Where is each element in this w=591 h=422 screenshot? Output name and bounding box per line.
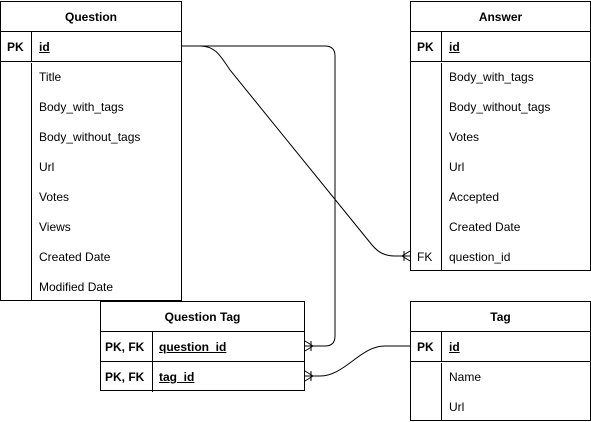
- tag-entity[interactable]: Tag PK id Name Url: [410, 301, 591, 421]
- primary-key-row: PK id: [411, 332, 590, 362]
- rel-tag-questiontag: [305, 345, 410, 377]
- field-name: Modified Date: [39, 280, 114, 294]
- entity-title: Question: [1, 2, 181, 32]
- foreign-key-row: FK question_id: [411, 242, 590, 272]
- field-row: Modified Date: [1, 272, 181, 302]
- field-row: Created Date: [411, 212, 590, 242]
- field-name: Title: [39, 70, 62, 84]
- field-name: Accepted: [449, 190, 500, 204]
- column-divider: [441, 363, 442, 420]
- entity-title: Answer: [411, 2, 590, 32]
- question-entity[interactable]: Question PK id Title Body_with_tags Body…: [0, 1, 182, 301]
- rel-question-questiontag: [181, 45, 336, 347]
- field-name: Created Date: [39, 250, 111, 264]
- field-row: Title: [1, 62, 181, 92]
- question-tag-entity[interactable]: Question Tag PK, FK question_id PK, FK t…: [100, 301, 305, 392]
- primary-key-row: PK id: [1, 32, 181, 62]
- field-name: Url: [39, 160, 55, 174]
- entity-title: Tag: [411, 302, 590, 332]
- answer-entity[interactable]: Answer PK id Body_with_tags Body_without…: [410, 1, 591, 271]
- field-name: Url: [449, 400, 465, 414]
- primary-key-row: PK id: [411, 32, 590, 62]
- key-label: PK, FK: [101, 332, 153, 362]
- field-name: Url: [449, 160, 465, 174]
- field-name: Votes: [449, 130, 480, 144]
- field-row: Url: [411, 152, 590, 182]
- field-name: Body_with_tags: [39, 100, 124, 114]
- field-row: Name: [411, 362, 590, 392]
- field-row: Url: [411, 392, 590, 422]
- column-divider: [441, 63, 442, 270]
- field-row: Accepted: [411, 182, 590, 212]
- field-row: Body_with_tags: [1, 92, 181, 122]
- key-label: PK: [411, 332, 442, 362]
- crowfoot-questiontag-tag: [304, 370, 314, 382]
- entity-title: Question Tag: [101, 302, 304, 332]
- fk-field: question_id: [449, 250, 511, 264]
- key-field: id: [449, 340, 460, 354]
- field-name: Views: [39, 220, 71, 234]
- field-name: Body_without_tags: [449, 100, 551, 114]
- field-name: Votes: [39, 190, 70, 204]
- rel-question-answer: [181, 45, 410, 257]
- column-divider: [31, 63, 32, 300]
- composite-key-row: PK, FK tag_id: [101, 362, 304, 392]
- field-row: Body_without_tags: [411, 92, 590, 122]
- field-row: Votes: [1, 182, 181, 212]
- field-name: Created Date: [449, 220, 521, 234]
- key-field: id: [449, 40, 460, 54]
- crowfoot-questiontag-question: [304, 340, 314, 352]
- fk-label: FK: [417, 250, 433, 264]
- key-label: PK: [411, 32, 442, 62]
- field-name: Name: [449, 370, 482, 384]
- field-row: Body_without_tags: [1, 122, 181, 152]
- key-label: PK: [1, 32, 32, 62]
- field-row: Url: [1, 152, 181, 182]
- key-field: id: [39, 40, 50, 54]
- field-name: Body_without_tags: [39, 130, 141, 144]
- field-row: Created Date: [1, 242, 181, 272]
- composite-key-row: PK, FK question_id: [101, 332, 304, 362]
- field-row: Body_with_tags: [411, 62, 590, 92]
- key-field: tag_id: [159, 370, 195, 384]
- crowfoot-answer: [401, 250, 411, 262]
- key-label: PK, FK: [101, 362, 153, 392]
- field-row: Views: [1, 212, 181, 242]
- field-name: Body_with_tags: [449, 70, 534, 84]
- field-row: Votes: [411, 122, 590, 152]
- key-field: question_id: [159, 340, 227, 354]
